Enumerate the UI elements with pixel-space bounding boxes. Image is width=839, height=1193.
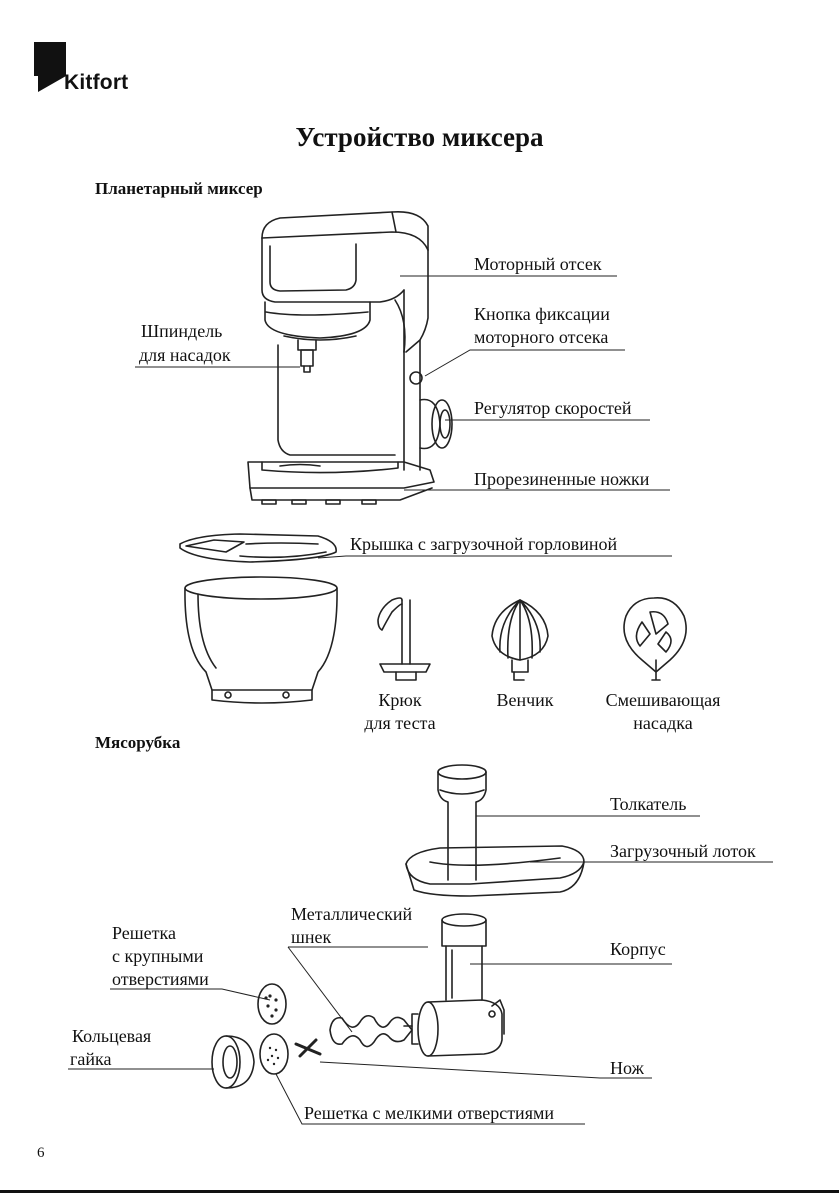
brand-logo: Kitfort xyxy=(30,40,150,96)
caption-dough-hook-line1: Крюк xyxy=(378,690,422,710)
label-feed-tray: Загрузочный лоток xyxy=(610,841,756,861)
page-title: Устройство миксера xyxy=(295,122,544,152)
label-coarse-plate-line2: с крупными xyxy=(112,946,204,966)
label-lock-button-line1: Кнопка фиксации xyxy=(474,304,610,324)
label-speed-control: Регулятор скоростей xyxy=(474,398,632,418)
section-grinder-heading: Мясорубка xyxy=(95,733,181,752)
brand-name: Kitfort xyxy=(64,71,129,94)
callout-lines xyxy=(68,275,773,1125)
label-lid: Крышка с загрузочной горловиной xyxy=(350,534,618,554)
label-lock-button-line2: моторного отсека xyxy=(474,327,609,347)
label-fine-plate: Решетка с мелкими отверстиями xyxy=(304,1103,554,1123)
whisk-drawing xyxy=(491,599,549,681)
label-ring-nut-line1: Кольцевая xyxy=(72,1026,152,1046)
label-coarse-plate-line1: Решетка xyxy=(112,923,176,943)
flat-beater-drawing xyxy=(623,597,687,681)
label-spindle-line1: Шпиндель xyxy=(141,321,223,341)
dough-hook-drawing xyxy=(377,597,431,681)
label-auger-line2: шнек xyxy=(291,927,332,947)
brand-mark-icon xyxy=(34,42,66,92)
lid-drawing xyxy=(179,533,337,563)
label-rubber-feet: Прорезиненные ножки xyxy=(474,469,650,489)
section-mixer-heading: Планетарный миксер xyxy=(95,179,263,198)
bottom-rule xyxy=(0,1190,839,1193)
label-body: Корпус xyxy=(610,939,666,959)
grinder-drawing xyxy=(211,764,585,1089)
label-knife: Нож xyxy=(610,1058,644,1078)
label-ring-nut-line2: гайка xyxy=(70,1049,112,1069)
label-coarse-plate-line3: отверстиями xyxy=(112,969,209,989)
label-auger-line1: Металлический xyxy=(291,904,413,924)
caption-whisk: Венчик xyxy=(496,690,554,710)
label-motor: Моторный отсек xyxy=(474,254,602,274)
caption-beater-line2: насадка xyxy=(633,713,693,733)
label-spindle-line2: для насадок xyxy=(139,345,231,365)
caption-dough-hook-line2: для теста xyxy=(364,713,436,733)
label-pusher: Толкатель xyxy=(610,794,687,814)
caption-beater-line1: Смешивающая xyxy=(605,690,721,710)
page-number: 6 xyxy=(37,1145,45,1161)
mixer-drawing xyxy=(247,210,453,505)
bowl-drawing xyxy=(184,576,338,704)
